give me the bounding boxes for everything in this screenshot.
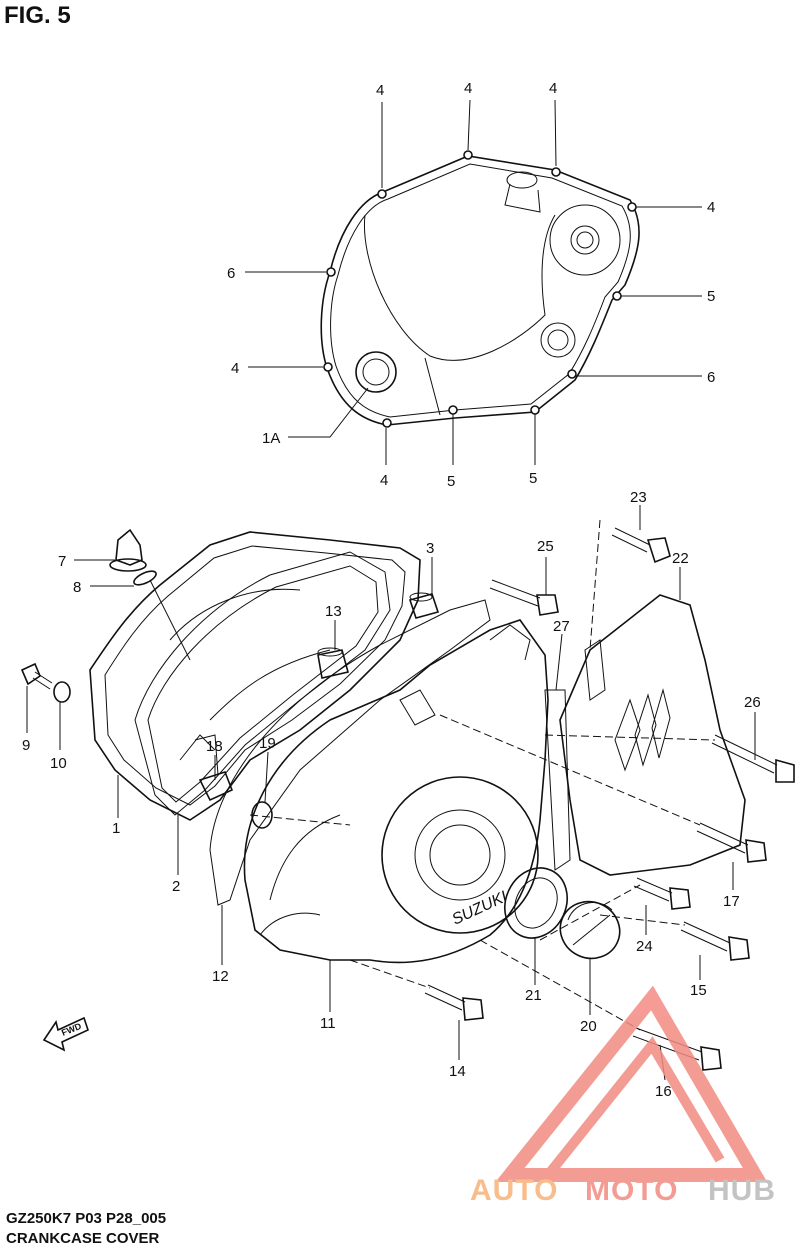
figure-name: CRANKCASE COVER — [6, 1230, 160, 1247]
gasket-2 — [134, 551, 391, 816]
callout-c26: 26 — [744, 694, 761, 711]
assembly-line-14 — [349, 959, 431, 989]
sprocket-cover-22 — [559, 594, 746, 876]
assembly-line-23 — [589, 519, 601, 651]
cap-20 — [559, 900, 621, 960]
crankcase-cover-1 — [89, 531, 421, 821]
callout-c1: 1 — [112, 820, 120, 837]
assembly-line-17 — [439, 714, 701, 826]
callout-c19: 19 — [259, 735, 276, 752]
watermark-brand-hub: HUB — [708, 1174, 776, 1207]
callout-c6b: 6 — [707, 369, 715, 386]
bolt-26 — [711, 734, 795, 783]
automotohub-watermark: AUTO MOTO HUB — [470, 985, 776, 1207]
callout-c11: 11 — [320, 1015, 336, 1032]
watermark-triangle-icon — [495, 985, 768, 1182]
callout-c4c: 4 — [549, 80, 557, 97]
bolt-14 — [424, 984, 484, 1021]
callout-labels: 4 4 4 4 6 5 4 6 1A 4 5 5 23 3 25 22 7 8 … — [22, 80, 761, 1100]
callout-c15: 15 — [690, 982, 707, 999]
callout-c12: 12 — [212, 968, 229, 985]
guide-27 — [544, 689, 571, 871]
callout-c7: 7 — [58, 553, 66, 570]
callout-c24: 24 — [636, 938, 653, 955]
o-ring-8 — [133, 570, 157, 586]
callout-c4a: 4 — [376, 82, 384, 99]
fwd-label: FWD — [60, 1021, 83, 1038]
suzuki-emblem-text: SUZUKI — [450, 888, 511, 928]
callout-c16: 16 — [655, 1083, 672, 1100]
callout-c9: 9 — [22, 737, 30, 754]
bolt-17 — [696, 822, 767, 863]
assembly-line-15 — [599, 914, 686, 926]
figure-title: FIG. 5 — [4, 2, 71, 29]
callout-c22: 22 — [672, 550, 689, 567]
leader-lines — [26, 99, 756, 1081]
dowel-3 — [408, 592, 440, 619]
callout-c5c: 5 — [529, 470, 537, 487]
callout-c1A: 1A — [262, 430, 280, 447]
callout-c8: 8 — [73, 579, 81, 596]
callout-c3: 3 — [426, 540, 434, 557]
bolt-15 — [680, 921, 750, 961]
callout-c23: 23 — [630, 489, 647, 506]
bolt-9 — [20, 662, 53, 690]
plug-18 — [194, 734, 234, 802]
fwd-arrow: FWD — [42, 1016, 89, 1052]
gasket-12 — [209, 599, 491, 906]
bolt-24 — [633, 877, 691, 910]
callout-c17: 17 — [723, 893, 740, 910]
assembly-line-26 — [544, 734, 716, 741]
callout-c5a: 5 — [707, 288, 715, 305]
callout-c4f: 4 — [380, 472, 388, 489]
callout-c4e: 4 — [231, 360, 239, 377]
watermark-inner-mark-icon — [544, 1036, 725, 1179]
dowel-13 — [317, 647, 349, 679]
callout-c25: 25 — [537, 538, 554, 555]
assembly-line-16 — [479, 939, 641, 1031]
oil-filler-plug-7 — [109, 528, 147, 572]
callout-c18: 18 — [206, 738, 223, 755]
watermark-brand-auto: AUTO — [470, 1174, 558, 1207]
callout-c13: 13 — [325, 603, 342, 620]
callout-c27: 27 — [553, 618, 570, 635]
inner-cover-1A — [320, 150, 640, 428]
callout-c21: 21 — [525, 987, 542, 1004]
model-code: GZ250K7 P03 P28_005 — [6, 1210, 167, 1227]
callout-c2: 2 — [172, 878, 180, 895]
magneto-cover-11: SUZUKI — [243, 619, 549, 964]
callout-c6a: 6 — [227, 265, 235, 282]
callout-c14: 14 — [449, 1063, 466, 1080]
callout-c4d: 4 — [707, 199, 715, 216]
washer-10 — [53, 681, 71, 703]
watermark-brand-moto: MOTO — [585, 1174, 678, 1207]
bolt-23 — [611, 527, 671, 564]
callout-c20: 20 — [580, 1018, 597, 1035]
assembly-line-24 — [539, 884, 641, 941]
callout-c4b: 4 — [464, 80, 472, 97]
callout-c5b: 5 — [447, 473, 455, 490]
bolt-25 — [489, 579, 559, 616]
assembly-line-19 — [249, 814, 351, 826]
callout-c10: 10 — [50, 755, 67, 772]
